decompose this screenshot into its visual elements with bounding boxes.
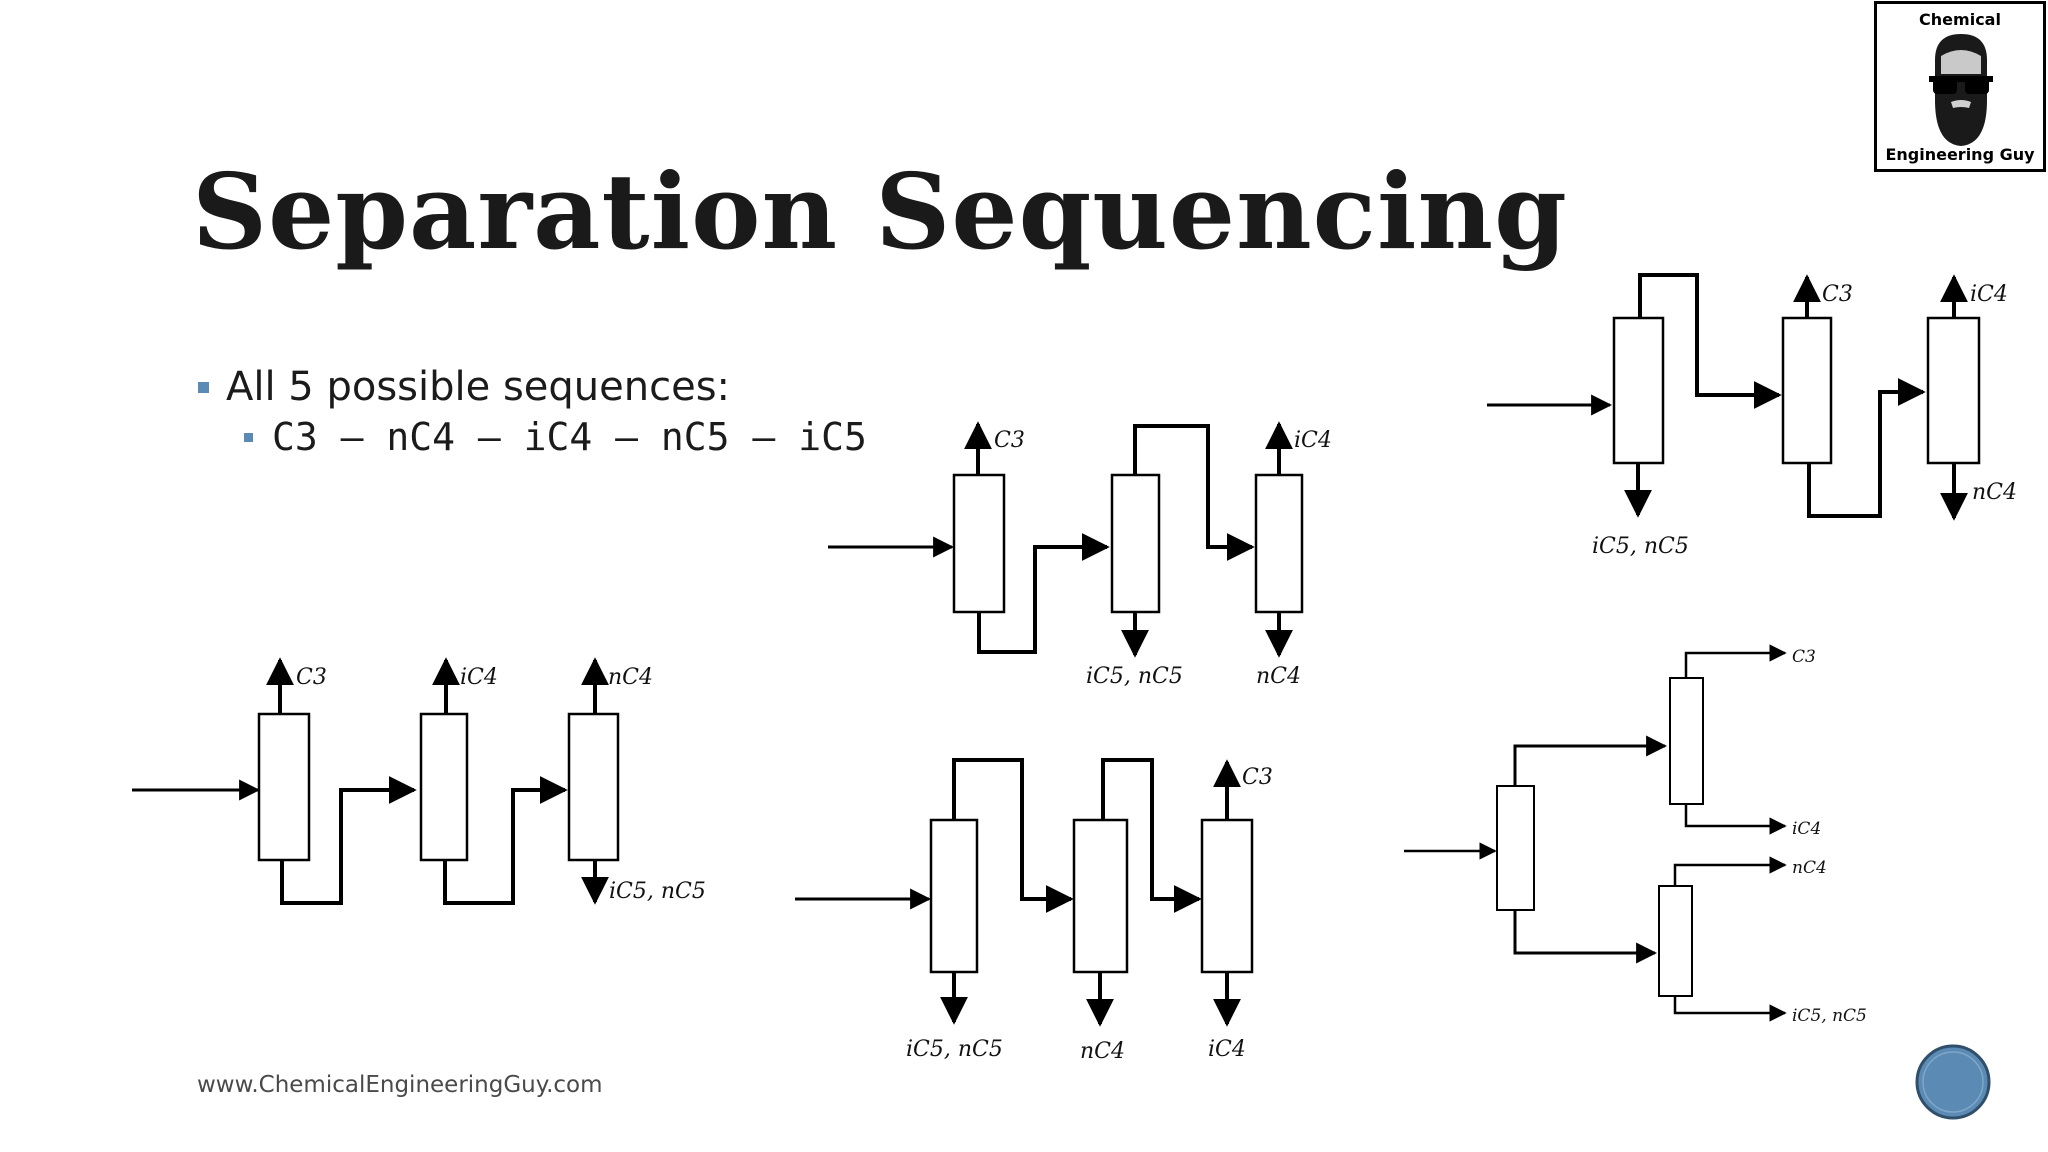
column xyxy=(257,712,311,862)
seq5-label-out4: iC5, nC5 xyxy=(1792,1006,1867,1026)
seq1-label-top2: iC4 xyxy=(460,665,498,690)
column xyxy=(1926,316,1981,465)
column xyxy=(1200,818,1254,974)
bullet-sub-text: C3 – nC4 – iC4 – nC5 – iC5 xyxy=(272,415,867,459)
seq4-label-bottom2: nC4 xyxy=(1972,480,2017,505)
column xyxy=(567,712,620,862)
seq2-label-top1: C3 xyxy=(994,428,1025,453)
logo-bottom-text: Engineering Guy xyxy=(1885,145,2035,164)
bullet-main-text: All 5 possible sequences: xyxy=(226,364,731,410)
column xyxy=(419,712,469,862)
seq3-label-top1: C3 xyxy=(1242,765,1273,790)
column xyxy=(1612,316,1665,465)
seq2-label-bottom1: iC5, nC5 xyxy=(1086,664,1183,689)
column xyxy=(1254,473,1304,614)
slide-title: Separation Sequencing xyxy=(192,150,1568,273)
column xyxy=(1658,885,1693,997)
column xyxy=(1781,316,1833,465)
bullet-square-icon xyxy=(198,382,209,393)
slide-nav-circle-icon[interactable] xyxy=(1914,1043,1992,1121)
seq3-label-bottom1: iC5, nC5 xyxy=(906,1037,1003,1062)
bullet-sub: C3 – nC4 – iC4 – nC5 – iC5 xyxy=(196,412,867,462)
column xyxy=(952,473,1006,614)
seq1-label-bottom: iC5, nC5 xyxy=(609,879,706,904)
channel-logo: Chemical Engineering Guy xyxy=(1874,1,2046,172)
column xyxy=(929,818,979,974)
bullet-main: All 5 possible sequences: xyxy=(196,362,867,412)
seq2-label-bottom2: nC4 xyxy=(1256,664,1301,689)
bullet-list: All 5 possible sequences: C3 – nC4 – iC4… xyxy=(196,362,867,462)
column xyxy=(1072,818,1129,974)
seq3-label-bottom3: iC4 xyxy=(1208,1037,1246,1062)
seq4-label-bottom1: iC5, nC5 xyxy=(1592,534,1689,559)
sequence-2-diagram xyxy=(828,421,1304,658)
column xyxy=(1669,677,1704,805)
sequence-4-diagram xyxy=(1487,273,1981,521)
column xyxy=(1110,473,1161,614)
seq5-label-out1: C3 xyxy=(1792,647,1816,667)
seq4-label-top1: C3 xyxy=(1822,282,1853,307)
seq5-label-out2: iC4 xyxy=(1792,819,1821,839)
seq4-label-top2: iC4 xyxy=(1970,282,2008,307)
bearded-man-icon xyxy=(1929,34,1993,146)
seq2-label-top2: iC4 xyxy=(1294,428,1332,453)
seq1-label-top1: C3 xyxy=(296,665,327,690)
sequence-5-diagram xyxy=(1404,644,1787,1022)
seq1-label-top3: nC4 xyxy=(608,665,653,690)
logo-top-text: Chemical xyxy=(1919,10,2001,29)
seq3-label-bottom2: nC4 xyxy=(1080,1039,1125,1064)
column xyxy=(1496,785,1535,911)
seq5-label-out3: nC4 xyxy=(1792,858,1827,878)
footer-website: www.ChemicalEngineeringGuy.com xyxy=(197,1072,603,1098)
sequence-3-diagram xyxy=(795,758,1254,1027)
sequence-1-diagram xyxy=(132,657,620,905)
bullet-square-icon xyxy=(244,433,253,442)
